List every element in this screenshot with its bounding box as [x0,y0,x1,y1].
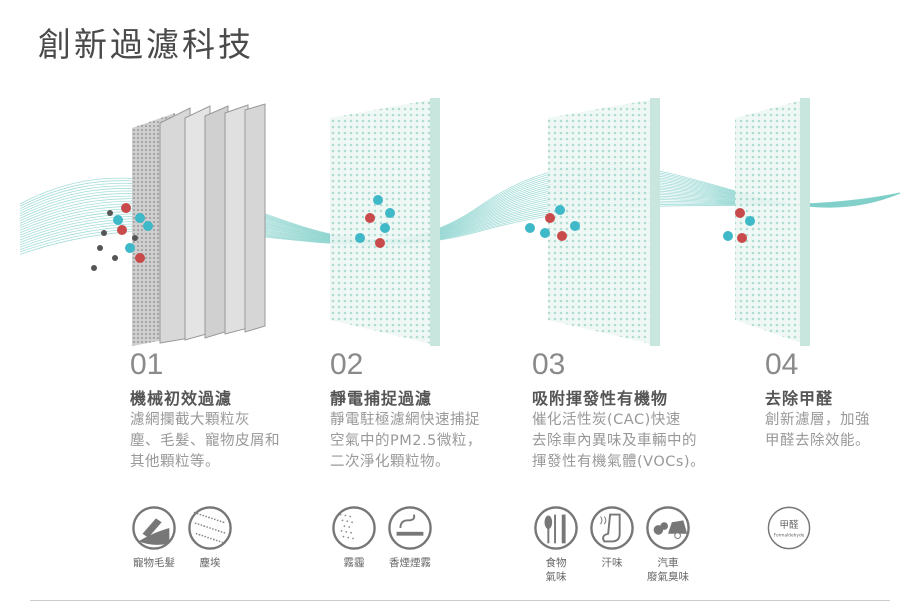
step-03: 03 吸附揮發性有機物 催化活性炭(CAC)快速 去除車內異味及車輛中的 揮發性… [532,348,705,473]
step-02: 02 靜電捕捉過濾 靜電駐極濾網快速捕捉 空氣中的PM2.5微粒， 二次淨化顆粒… [330,348,482,473]
particle [745,216,755,226]
particle [570,221,580,231]
step-description: 創新濾層，加強 甲醛去除效能。 [765,412,870,449]
particle [365,213,375,223]
cigarette-smoke-item: 香煙煙霧 [386,505,434,570]
step-icons: 霧霾 香煙煙霧 [330,505,434,570]
particle [107,210,113,216]
pet-hair-icon [132,506,176,550]
particle [112,255,118,261]
cigarette-smoke-icon [388,506,432,550]
particle [735,208,745,218]
sweat-odor-item: 汗味 [588,505,636,584]
dust-icon [188,506,232,550]
step-heading: 吸附揮發性有機物 [532,389,669,408]
step-icons: 食物 氣味 汗味 汽車 廢氣臭味 [532,505,692,584]
particle [101,230,107,236]
particle [540,228,550,238]
step-heading: 去除甲醛 [765,389,834,408]
particle [135,213,145,223]
icon-label: 香煙煙霧 [389,557,431,569]
car-exhaust-item: 汽車 廢氣臭味 [644,505,692,584]
particle [737,233,747,243]
filtration-illustration [19,98,901,346]
food-odor-icon [534,506,578,550]
carbon-filter [548,98,660,346]
particle [380,223,390,233]
dust-item: 塵埃 [186,505,234,570]
electrostatic-filter [330,98,440,346]
badge-cn: 甲醛 [779,519,799,531]
step-number: 02 [330,348,364,381]
step-number: 03 [532,348,566,381]
particle [91,265,97,271]
step-04: 04 去除甲醛 創新濾層，加強 甲醛去除效能。 [765,348,870,452]
particle [525,223,535,233]
particle [557,231,567,241]
icon-label: 汽車 廢氣臭味 [647,557,689,583]
particle [723,231,733,241]
step-heading: 靜電捕捉過濾 [330,389,433,408]
step-icons: 甲醛 Formaldehyde [765,505,813,556]
step-heading: 機械初效過濾 [130,389,233,408]
step-description: 靜電駐極濾網快速捕捉 空氣中的PM2.5微粒， 二次淨化顆粒物。 [330,412,482,470]
sweat-odor-icon [590,506,634,550]
step-01: 01 機械初效過濾 濾網攔截大顆粒灰 塵、毛髮、寵物皮屑和 其他顆粒等。 [130,348,280,473]
particle [143,221,153,231]
particle [355,233,365,243]
icon-label: 汗味 [601,557,623,569]
particle [135,253,145,263]
particle [113,215,123,225]
step-number: 04 [765,348,799,381]
bottom-divider [30,600,890,601]
mechanical-filter [132,103,266,346]
badge-en: Formaldehyde [774,533,805,539]
step-description: 濾網攔截大顆粒灰 塵、毛髮、寵物皮屑和 其他顆粒等。 [130,412,280,470]
haze-icon [332,506,376,550]
food-odor-item: 食物 氣味 [532,505,580,584]
car-exhaust-icon [646,506,690,550]
particle [375,238,385,248]
formaldehyde-item: 甲醛 Formaldehyde [765,505,813,556]
step-description: 催化活性炭(CAC)快速 去除車內異味及車輛中的 揮發性有機氣體(VOCs)。 [532,412,706,470]
particle [373,195,383,205]
page-title: 創新過濾科技 [38,25,254,64]
pet-hair-item: 寵物毛髮 [130,505,178,570]
particle [97,245,103,251]
step-icons: 寵物毛髮 塵埃 [130,505,234,570]
particle [117,225,127,235]
icon-label: 食物 氣味 [545,557,567,583]
haze-item: 霧霾 [330,505,378,570]
particle [132,235,138,241]
particle [121,203,131,213]
particle [385,208,395,218]
particle [125,243,135,253]
formaldehyde-icon: 甲醛 Formaldehyde [767,506,811,550]
particle [555,205,565,215]
particle [545,213,555,223]
icon-label: 寵物毛髮 [133,557,175,569]
formaldehyde-filter [735,98,810,346]
icon-label: 塵埃 [199,557,221,569]
particles [91,195,755,271]
icon-label: 霧霾 [343,557,365,569]
step-number: 01 [130,348,164,381]
